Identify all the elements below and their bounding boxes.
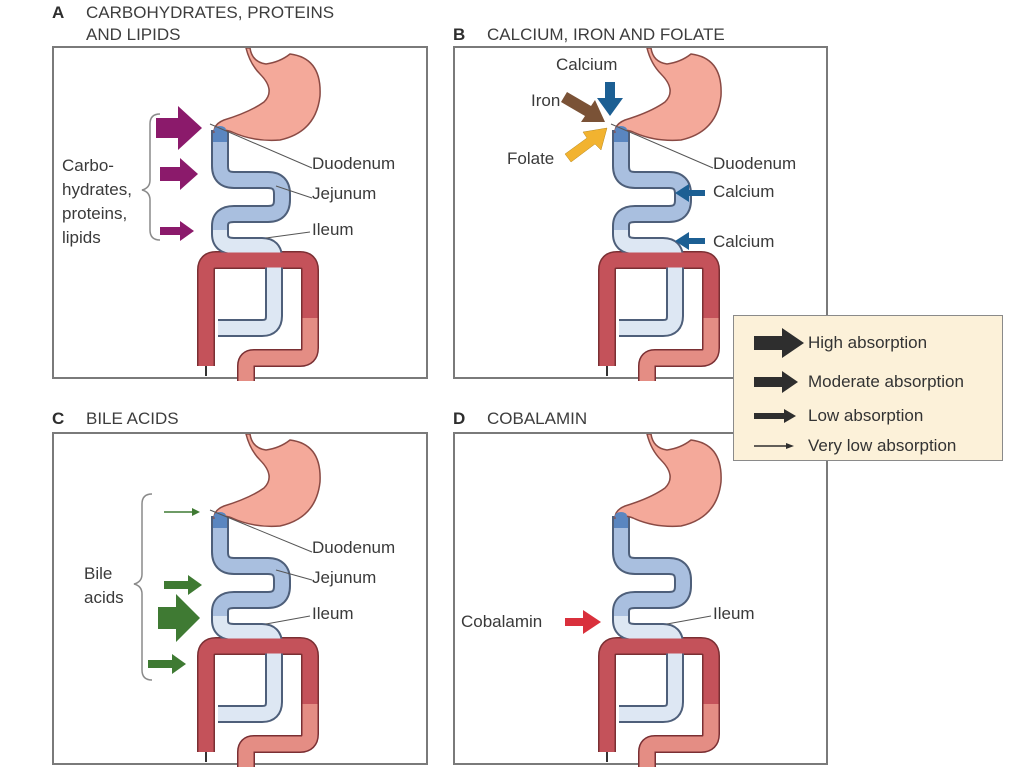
ileum-segment [614,613,682,721]
legend-item-very-low: Very low absorption [734,431,1002,461]
pylorus [214,126,226,134]
panel-c-title-line1: BILE ACIDS [86,409,179,428]
arrow-high-ileum [158,594,200,642]
gut-illustration [197,434,321,767]
ileum-segment [614,227,682,335]
panel-d-title-line1: COBALAMIN [487,409,588,428]
arrow-high-icon [754,328,804,358]
panel-a-title: A CARBOHYDRATES, PROTEINS AND LIPIDS [52,2,334,46]
panel-a-title-line1: CARBOHYDRATES, PROTEINS [86,3,335,22]
ileum-leader-line [666,615,712,625]
nutrient-label-line1: Carbo- [62,156,114,175]
legend-item-low: Low absorption [734,401,1002,431]
duodenum-label: Duodenum [312,538,396,557]
ileum-label: Ileum [312,220,354,239]
cobalamin-label: Cobalamin [461,612,543,631]
bracket-icon [141,113,161,241]
ileum-label: Ileum [713,604,755,623]
legend-label: Moderate absorption [808,372,964,391]
duodenum-leader-line [209,123,313,169]
jejunum-label: Jejunum [312,568,377,587]
panel-a-letter: A [52,3,65,22]
duodenum-leader-line [610,123,714,169]
arrow-low-ileum [160,221,194,241]
pylorus [615,126,627,134]
panel-d: Cobalamin Ileum [453,432,828,767]
ileum-segment [213,227,281,335]
panel-d-title: D COBALAMIN [453,408,587,430]
arrow-moderate-ileum [565,610,601,634]
arrow-moderate-icon [754,371,798,393]
calcium-jejunum-label: Calcium [713,182,775,201]
gut-illustration [598,434,722,767]
folate-label: Folate [507,149,555,168]
arrow-iron-duodenum [561,92,605,122]
jejunum-leader-line [275,185,313,199]
stomach [614,434,722,528]
arrow-verylow-duodenum [164,508,200,516]
duodenum-label: Duodenum [312,154,396,173]
nutrient-label-line3: proteins, [62,204,128,223]
bracket-icon [133,493,153,681]
calcium-ileum-label: Calcium [713,232,775,251]
panel-c-title: C BILE ACIDS [52,408,179,430]
jejunum-leader-line [275,569,313,581]
legend-label: High absorption [808,333,928,352]
panel-d-arrows [565,610,712,634]
arrow-very-low-icon [754,443,794,449]
gut-illustration [197,48,321,381]
arrow-low-colon [148,654,186,674]
pylorus [214,512,226,520]
legend-item-moderate: Moderate absorption [734,367,1002,397]
arrow-calcium-jejunum [675,184,705,202]
arrow-low-jejunum [164,575,202,595]
panel-c-letter: C [52,409,65,428]
ileum-leader-line [265,615,311,625]
ileum-segment [213,613,281,721]
pylorus [615,512,627,520]
legend-label: Low absorption [808,406,924,425]
stomach [614,48,722,142]
jejunum-segment [213,526,289,619]
colon-sigmoid [238,704,318,767]
nutrient-label-line2: hydrates, [62,180,132,199]
panel-a: Carbo- hydrates, proteins, lipids Duoden… [52,46,428,381]
nutrient-label-line2: acids [84,588,124,607]
panel-a-title-line2: AND LIPIDS [86,25,181,44]
panel-b-title: B CALCIUM, IRON AND FOLATE [453,24,725,46]
jejunum-segment [213,140,289,233]
duodenum-label: Duodenum [713,154,797,173]
colon-sigmoid [238,318,318,381]
panel-d-letter: D [453,409,466,428]
absorption-legend: High absorption Moderate absorption Low … [733,315,1003,461]
arrow-low-icon [754,409,796,423]
arrow-high-duodenum [156,106,202,150]
jejunum-label: Jejunum [312,184,377,203]
nutrient-label-line4: lipids [62,228,101,247]
panel-c: Bile acids Duodenum Jejunum Ileum [52,432,428,767]
panel-b-arrows [561,82,714,250]
panel-b-title-line1: CALCIUM, IRON AND FOLATE [487,25,725,44]
colon-sigmoid [639,318,719,381]
calcium-top-label: Calcium [556,55,618,74]
stomach [213,434,321,528]
legend-label: Very low absorption [808,436,957,455]
duodenum-leader-line [209,509,313,553]
stomach [213,48,321,142]
arrow-calcium-ileum [675,232,705,250]
nutrient-label-line1: Bile [84,564,113,583]
colon-sigmoid [639,704,719,767]
gut-illustration [598,48,722,381]
jejunum-segment [614,526,690,619]
iron-label: Iron [531,91,561,110]
arrow-folate-duodenum [564,127,608,163]
ileum-label: Ileum [312,604,354,623]
panel-a-arrows [141,106,313,241]
arrow-calcium-duodenum [597,82,623,116]
legend-item-high: High absorption [734,328,1002,358]
arrow-moderate-jejunum [160,158,198,190]
panel-b-letter: B [453,25,466,44]
ileum-leader-line [265,231,311,239]
panel-c-arrows [133,493,313,681]
